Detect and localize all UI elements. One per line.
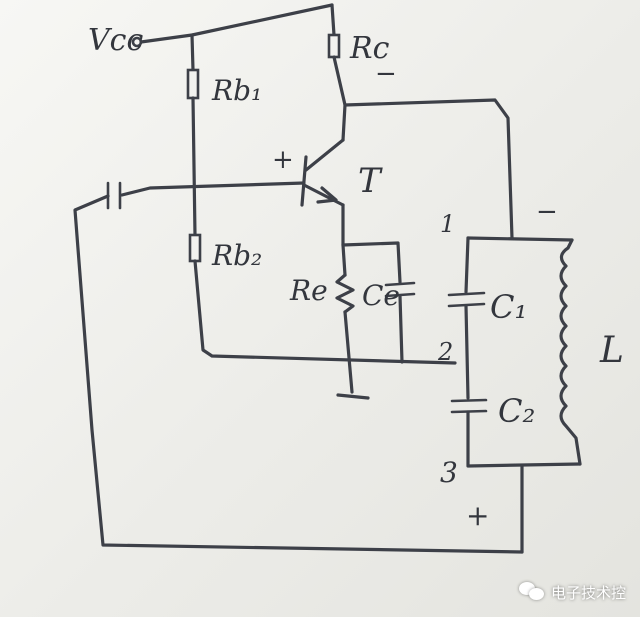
vcc-label: Vcc xyxy=(88,23,143,58)
watermark: 电子技术控 xyxy=(518,581,626,603)
rb1-label: Rb₁ xyxy=(211,74,262,107)
base-coupling-wire xyxy=(120,181,306,197)
bias-wire-top xyxy=(190,33,195,72)
c1-c2-wire xyxy=(464,304,470,400)
ce-wire-bottom xyxy=(398,294,404,364)
ce-label: Ce xyxy=(362,279,400,312)
node-1-label: 1 xyxy=(440,210,455,238)
c1-plate-top xyxy=(447,291,486,297)
ground-symbol xyxy=(336,393,370,400)
rc-wire-top xyxy=(330,3,336,37)
node-2-label: 2 xyxy=(437,338,453,366)
emitter-arrow xyxy=(316,186,338,204)
base-plus-label: + xyxy=(272,145,294,175)
transistor-collector-lead xyxy=(304,138,345,172)
ce-plate-top xyxy=(384,281,416,287)
rb2-resistor xyxy=(188,233,202,263)
tank-minus-label: − xyxy=(536,197,558,227)
wechat-icon xyxy=(518,581,545,603)
watermark-text: 电子技术控 xyxy=(550,583,626,602)
c1-label: C₁ xyxy=(490,288,527,326)
re-resistor-zigzag xyxy=(335,273,355,314)
collector-wire xyxy=(332,55,347,142)
re-label: Re xyxy=(289,274,328,307)
collector-to-tank-wire xyxy=(343,98,514,240)
vcc-rail xyxy=(139,3,334,44)
bottom-plus-label: + xyxy=(466,499,489,532)
rc-resistor xyxy=(327,33,341,59)
transistor-emitter-lead xyxy=(302,183,345,207)
node-3-label: 3 xyxy=(440,456,458,489)
inductor-coil xyxy=(559,238,582,466)
bias-wire-mid xyxy=(191,96,197,237)
tank-top-wire xyxy=(466,236,574,242)
bias-wire-bottom xyxy=(193,259,457,365)
c1-wire-top xyxy=(464,236,470,294)
transistor-label: T xyxy=(358,161,383,201)
c2-plate-top xyxy=(450,398,488,403)
feedback-wire xyxy=(73,194,524,554)
emitter-wire xyxy=(341,203,402,284)
c2-label: C₂ xyxy=(498,392,535,430)
rc-label: Rc xyxy=(349,31,390,66)
rb2-label: Rb₂ xyxy=(211,239,262,272)
re-wire-bottom xyxy=(343,310,354,394)
c2-wire-bottom xyxy=(466,410,582,468)
collector-minus-label: − xyxy=(375,59,397,89)
transistor-base-bar xyxy=(300,155,308,207)
re-wire-top xyxy=(341,243,347,277)
inductor-label: L xyxy=(599,330,624,371)
rb1-resistor xyxy=(186,68,200,100)
